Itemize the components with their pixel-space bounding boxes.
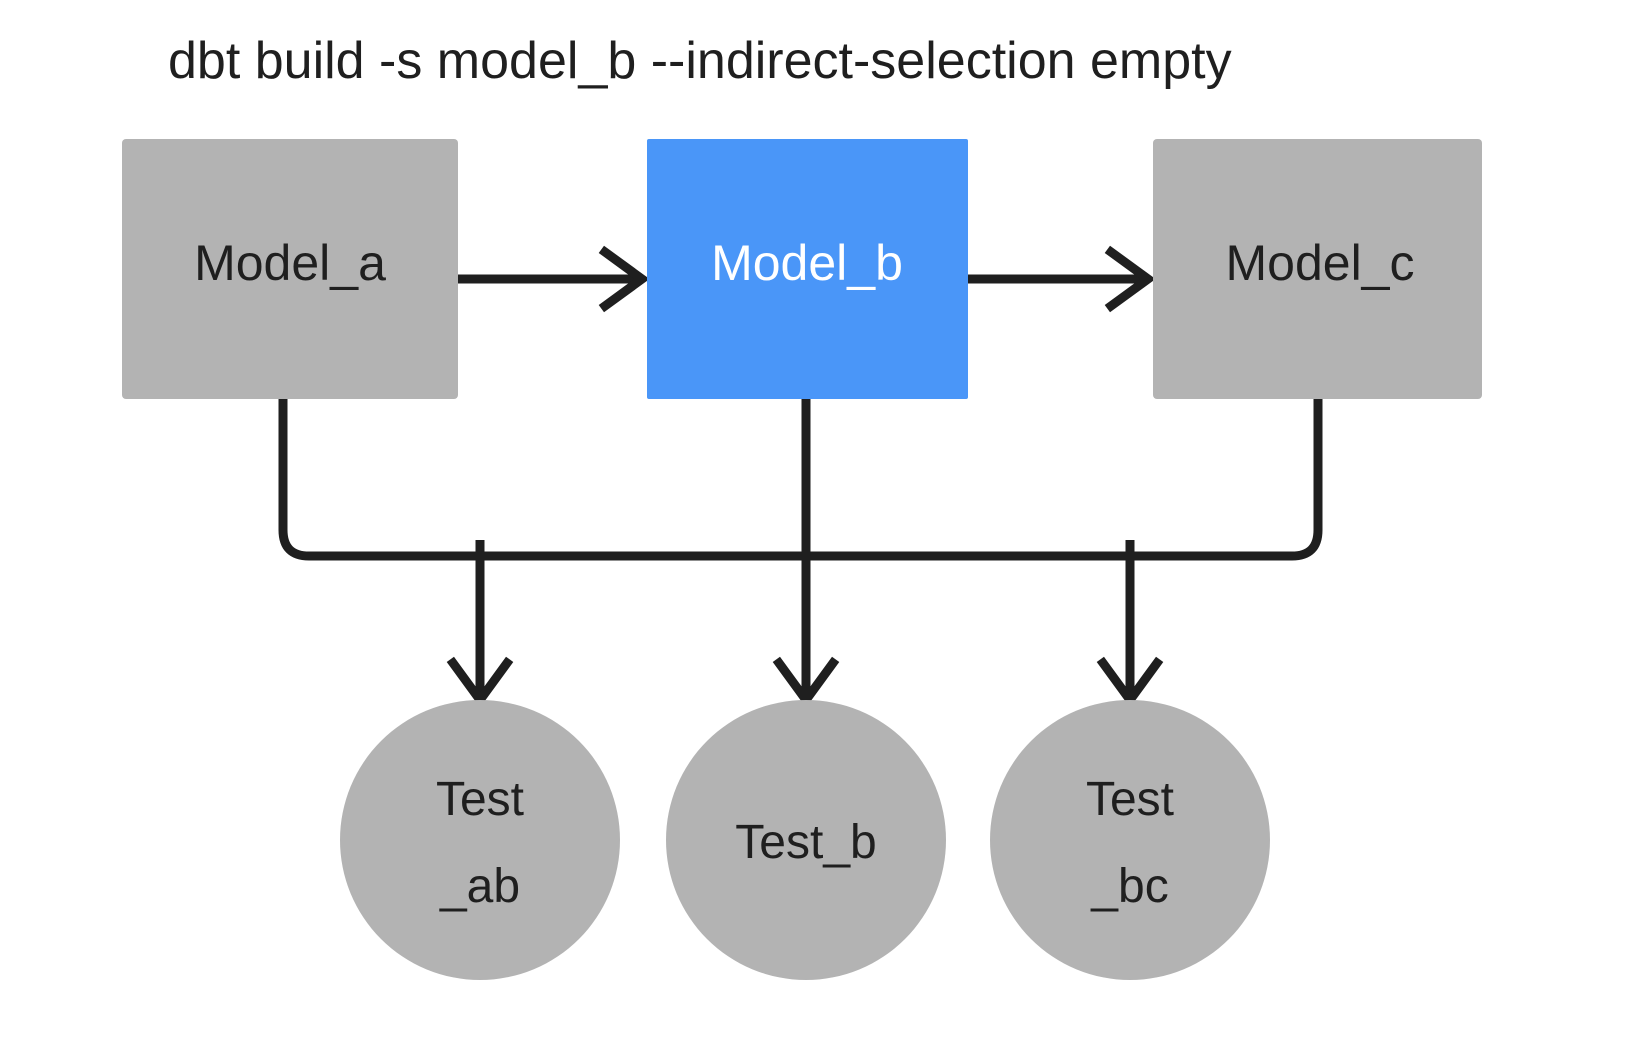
node-model-b-shape[interactable] (647, 139, 968, 399)
node-test-ab-label-line2: _ab (439, 860, 520, 913)
node-model-c-shape[interactable] (1153, 139, 1482, 399)
arrow-into-test-b (772, 398, 840, 708)
node-model-b[interactable]: Model_b (647, 139, 968, 399)
edge-model-a-to-model-b (458, 245, 650, 313)
edge-model-b-to-test-ab (480, 398, 811, 561)
edge-model-a-to-test-ab (278, 398, 480, 561)
node-model-c-label: Model_c (1226, 235, 1415, 291)
node-test-bc[interactable]: Test _bc (990, 700, 1270, 980)
node-test-b[interactable]: Test_b (666, 700, 946, 980)
node-test-ab-shape[interactable] (340, 700, 620, 980)
node-test-bc-shape[interactable] (990, 700, 1270, 980)
edge-model-c-to-test-bc (1130, 398, 1323, 561)
arrow-into-test-bc (1096, 540, 1164, 708)
node-test-b-label-line1: Test_b (735, 816, 876, 869)
node-model-a-label: Model_a (194, 235, 386, 291)
node-test-bc-label-line2: _bc (1090, 860, 1168, 913)
node-test-ab[interactable]: Test _ab (340, 700, 620, 980)
node-model-a-shape[interactable] (122, 139, 458, 399)
node-test-bc-label-line1: Test (1086, 773, 1174, 826)
edge-model-b-to-model-c (968, 245, 1156, 313)
node-model-c[interactable]: Model_c (1153, 139, 1482, 399)
diagram-title: dbt build -s model_b --indirect-selectio… (168, 32, 1232, 90)
node-test-b-shape[interactable] (666, 700, 946, 980)
arrow-into-test-ab (446, 540, 514, 708)
node-model-a[interactable]: Model_a (122, 139, 458, 399)
node-test-ab-label-line1: Test (436, 773, 524, 826)
node-model-b-label: Model_b (711, 235, 903, 291)
